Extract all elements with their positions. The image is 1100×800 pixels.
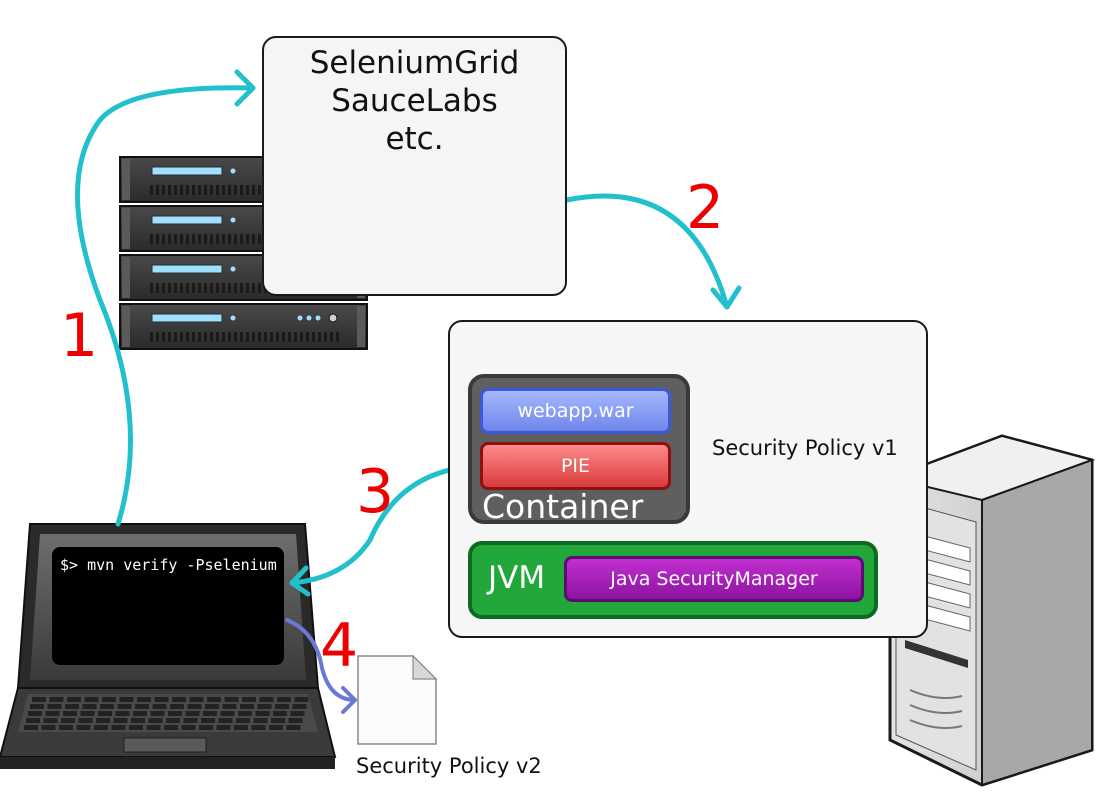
container-label: Container (482, 487, 644, 526)
step-3-label: 3 (356, 457, 395, 527)
selenium-grid-box (262, 36, 567, 296)
jvm-label: JVM (488, 560, 546, 596)
grid-title: SeleniumGrid SauceLabs etc. (262, 44, 567, 158)
security-policy-v1-label: Security Policy v1 (712, 436, 898, 460)
arrow-step-1 (75, 69, 256, 527)
terminal-command: $> mvn verify -Pselenium (60, 556, 277, 574)
rack-server-icon (119, 156, 368, 350)
terminal-screen (52, 547, 284, 665)
grid-title-line-3: etc. (385, 121, 444, 157)
security-policy-v2-label: Security Policy v2 (356, 754, 542, 778)
arrow-step-2 (564, 193, 742, 310)
grid-title-line-2: SauceLabs (331, 83, 498, 119)
arrow-step-4 (285, 618, 357, 714)
step-2-label: 2 (686, 173, 725, 243)
java-security-manager-block: Java SecurityManager (564, 556, 864, 602)
step-4-label: 4 (320, 611, 359, 681)
webapp-war-block: webapp.war (480, 388, 671, 434)
grid-title-line-1: SeleniumGrid (309, 45, 520, 81)
step-1-label: 1 (60, 301, 99, 371)
document-icon (357, 654, 438, 745)
laptop-icon (0, 523, 337, 769)
pie-block: PIE (480, 442, 671, 490)
arrow-step-3 (289, 463, 481, 597)
